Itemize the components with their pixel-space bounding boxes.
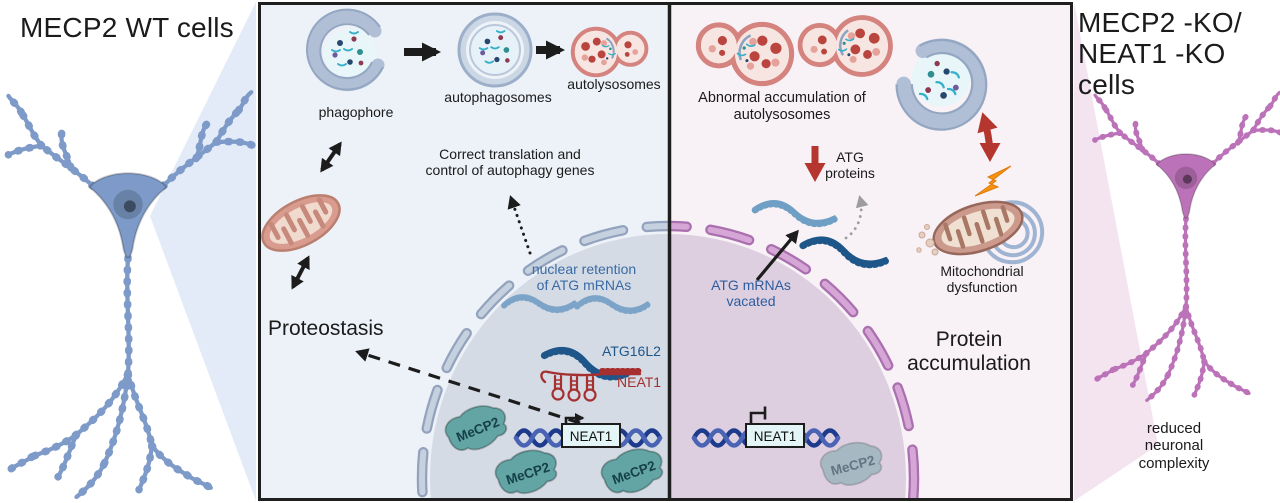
neat1-gene-box <box>561 423 621 448</box>
panel-border <box>258 2 1073 501</box>
proteostasis-label: Proteostasis <box>268 317 384 340</box>
autolysosomes-label: autolysosomes <box>567 76 661 92</box>
ko-neat1-gene: NEAT1 <box>691 406 841 448</box>
nuclear-retention-label: nuclear retention of ATG mRNAs <box>531 261 637 294</box>
zoom-beam-left <box>150 2 256 501</box>
phagophore <box>307 10 383 90</box>
lightning-bolt-icon <box>974 165 1012 197</box>
atg-vacated-label: ATG mRNAs vacated <box>711 277 791 310</box>
wt-neat1-gene: NEAT1 <box>513 413 663 448</box>
protein-accumulation-label: Protein accumulation <box>907 328 1031 376</box>
autophagosome <box>459 14 531 86</box>
double-arrow-mito-bottom <box>291 255 310 290</box>
damaged-mitochondrion <box>916 200 1045 265</box>
double-arrow-mito-top <box>320 141 342 173</box>
reduced-complexity-caption: reduced neuronal complexity <box>1138 420 1210 472</box>
mecp2-proteins-wt: MeCP2 MeCP2 MeCP2 <box>440 396 670 502</box>
arrow-mrna-export <box>755 229 799 282</box>
neat1-gene-box <box>745 423 805 448</box>
neat1-lncrna <box>540 368 643 402</box>
atg-proteins-label: ATG proteins <box>825 149 875 182</box>
phagophore-label: phagophore <box>318 104 394 120</box>
mito-dysfunction-label: Mitochondrial dysfunction <box>940 263 1024 296</box>
mecp2-protein-ko: MeCP2 <box>816 435 889 493</box>
neat1-gene-label: NEAT1 <box>570 429 613 444</box>
translation-note: Correct translation and control of autop… <box>425 146 595 179</box>
atg16l2-label: ATG16L2 <box>602 343 661 359</box>
dashed-arrow-proteostasis <box>355 348 581 425</box>
abnormal-accumulation-label: Abnormal accumulation of autolysosomes <box>698 90 866 123</box>
gray-dotted-arrow <box>844 195 869 240</box>
transcription-arrow-blocked <box>749 411 765 427</box>
neat1-gene-label: NEAT1 <box>754 429 797 444</box>
neat1-lncrna-label: NEAT1 <box>617 374 662 390</box>
ko-title: MECP2 -KO/ NEAT1 -KO cells <box>1078 7 1242 100</box>
autophagosomes-label: autophagosomes <box>444 89 552 105</box>
wt-title: MECP2 WT cells <box>20 12 234 43</box>
red-double-arrow <box>977 112 1001 162</box>
